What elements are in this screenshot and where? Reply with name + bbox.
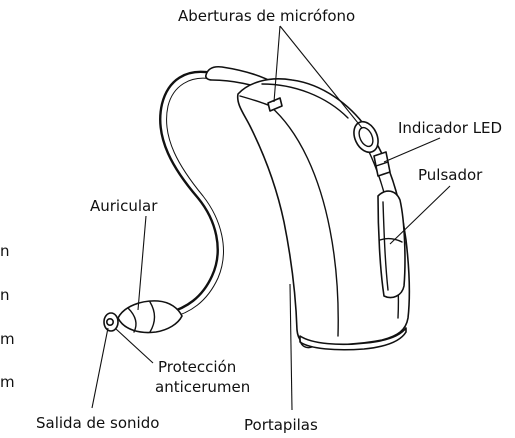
leader-mic-rear: [279, 25, 363, 129]
leader-battery: [289, 283, 293, 411]
tube: [159, 70, 219, 315]
earpiece-unit: [103, 300, 183, 334]
edge-fragment-4: m: [0, 373, 15, 391]
labels: Aberturas de micrófono Indicador LED Pul…: [36, 7, 502, 434]
earpiece-shade: [127, 307, 137, 333]
earpiece-seam: [149, 301, 156, 333]
label-led-indicator: Indicador LED: [398, 119, 502, 137]
leader-lines: [91, 25, 451, 411]
hearing-aid-illustration: [103, 65, 411, 351]
push-button-groove: [379, 237, 403, 243]
leader-mic-front: [273, 25, 281, 103]
label-mic-openings: Aberturas de micrófono: [178, 7, 355, 25]
label-wax-guard-line1: Protección: [158, 358, 236, 376]
leader-sound-outlet: [91, 327, 109, 409]
led-divider: [375, 161, 389, 167]
edge-fragment-1: n: [0, 242, 10, 260]
earpiece-body: [117, 300, 183, 334]
top-ridge: [261, 83, 349, 119]
label-sound-outlet: Salida de sonido: [36, 414, 159, 432]
push-button-inner: [382, 201, 389, 291]
leader-button: [389, 185, 451, 245]
leader-earpiece: [137, 215, 147, 311]
label-battery-drawer: Portapilas: [244, 416, 318, 434]
base-plate: [299, 327, 407, 351]
push-button: [377, 190, 406, 299]
mic-opening-front: [267, 97, 283, 112]
edge-fragment-3: m: [0, 330, 15, 348]
front-panel-edge: [269, 105, 339, 337]
edge-text-fragments: n n m m: [0, 242, 15, 391]
edge-fragment-2: n: [0, 286, 10, 304]
leader-led: [383, 137, 441, 163]
label-wax-guard-line2: anticerumen: [155, 378, 250, 396]
bottom-bump: [299, 339, 313, 349]
sound-outlet: [106, 317, 115, 326]
leader-wax-guard: [115, 328, 154, 364]
label-earpiece: Auricular: [90, 197, 158, 215]
label-push-button: Pulsador: [418, 166, 483, 184]
tube-inner: [166, 77, 224, 319]
